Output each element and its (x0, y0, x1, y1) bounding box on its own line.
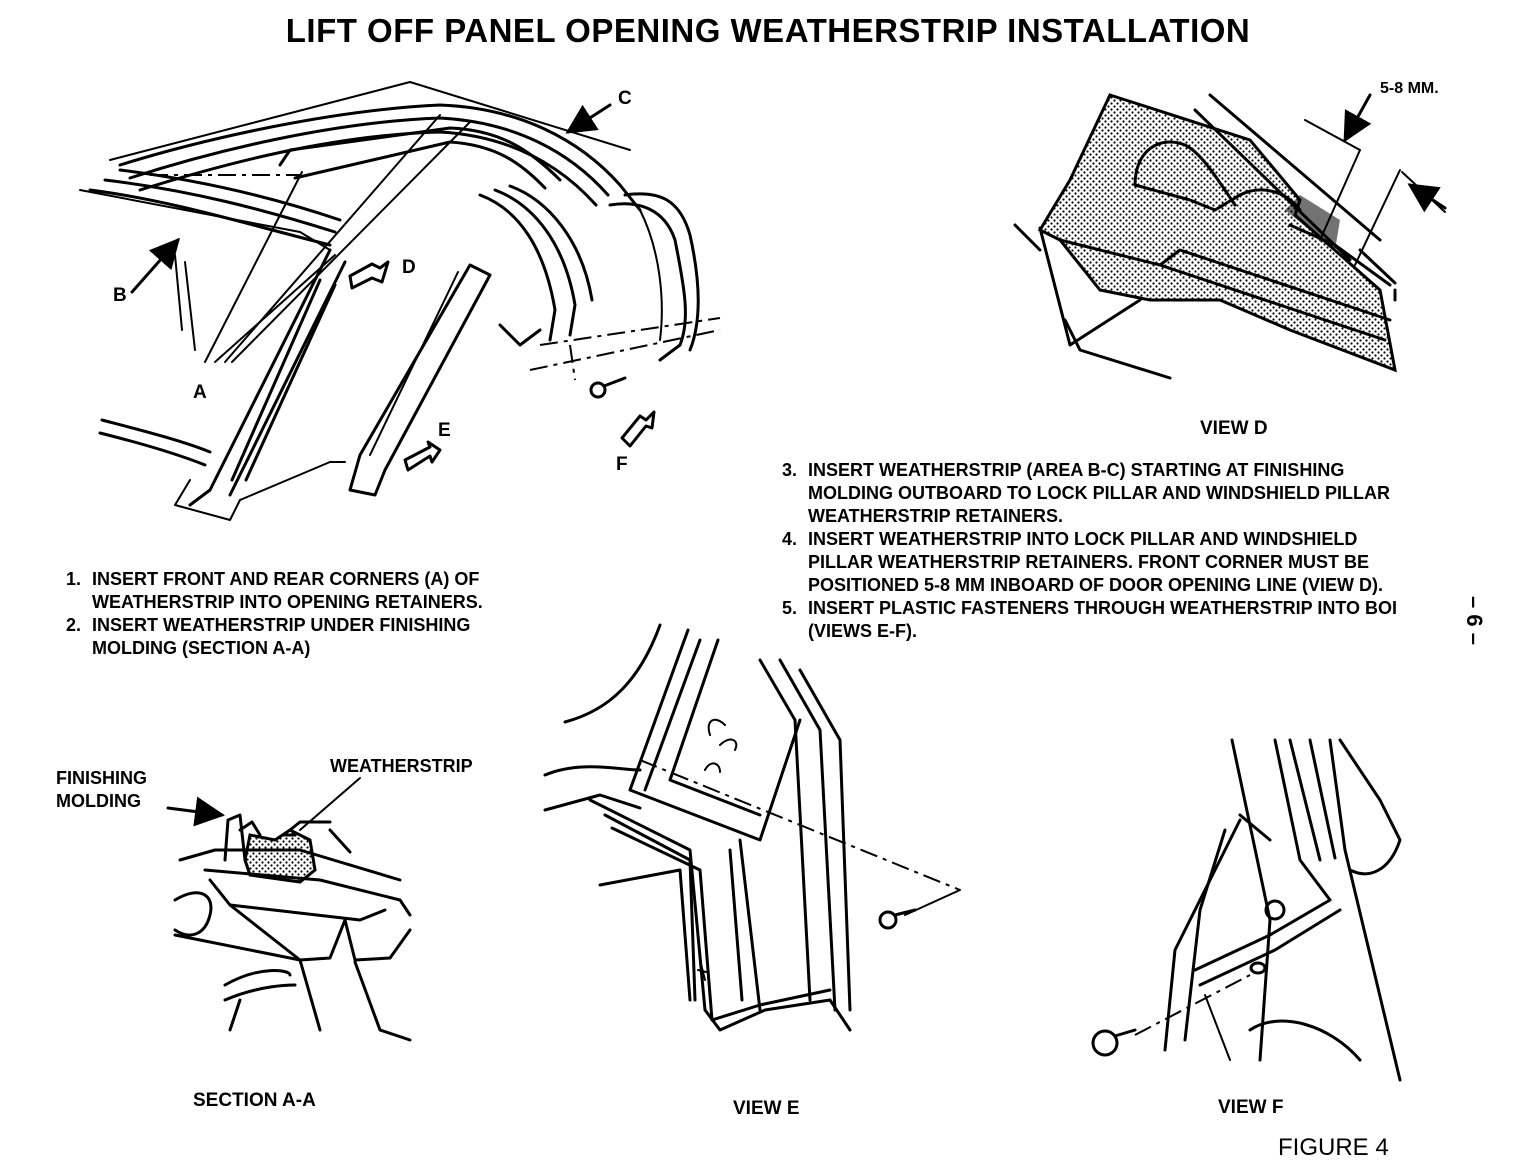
weatherstrip-label: WEATHERSTRIP (330, 756, 473, 776)
label-f: F (616, 454, 628, 475)
label-d: D (402, 257, 416, 278)
section-aa-illustration (166, 777, 412, 1042)
page-number: – 6 – (1462, 596, 1487, 645)
step-4: 4.INSERT WEATHERSTRIP INTO LOCK PILLAR A… (782, 529, 1358, 549)
caption-view-f: VIEW F (1218, 1097, 1284, 1118)
step-2: 2.INSERT WEATHERSTRIP UNDER FINISHING (66, 615, 471, 635)
view-d-illustration (1013, 93, 1447, 380)
caption-section-aa: SECTION A-A (193, 1090, 316, 1111)
label-a: A (193, 382, 207, 403)
steps-left: 1.INSERT FRONT AND REAR CORNERS (A) OF W… (66, 569, 483, 658)
view-e-illustration (543, 623, 961, 1032)
dimension-label: 5-8 mm. (1380, 80, 1439, 97)
label-c: C (618, 88, 632, 109)
page-title: LIFT OFF PANEL OPENING WEATHERSTRIP INST… (285, 12, 1251, 49)
caption-view-e: VIEW E (733, 1098, 800, 1119)
figure-number: FIGURE 4 (1278, 1134, 1389, 1161)
roof-opening-illustration (79, 81, 721, 521)
label-b: B (113, 285, 127, 306)
view-f-illustration (1091, 738, 1402, 1082)
step-1: 1.INSERT FRONT AND REAR CORNERS (A) OF (66, 569, 480, 589)
steps-right: 3.INSERT WEATHERSTRIP (AREA B-C) STARTIN… (782, 460, 1398, 641)
caption-view-d: VIEW D (1200, 418, 1268, 439)
label-e: E (438, 420, 451, 441)
step-3: 3.INSERT WEATHERSTRIP (AREA B-C) STARTIN… (782, 460, 1345, 480)
finishing-molding-label: FINISHING MOLDING (56, 768, 148, 811)
step-5: 5.INSERT PLASTIC FASTENERS THROUGH WEATH… (782, 598, 1398, 618)
